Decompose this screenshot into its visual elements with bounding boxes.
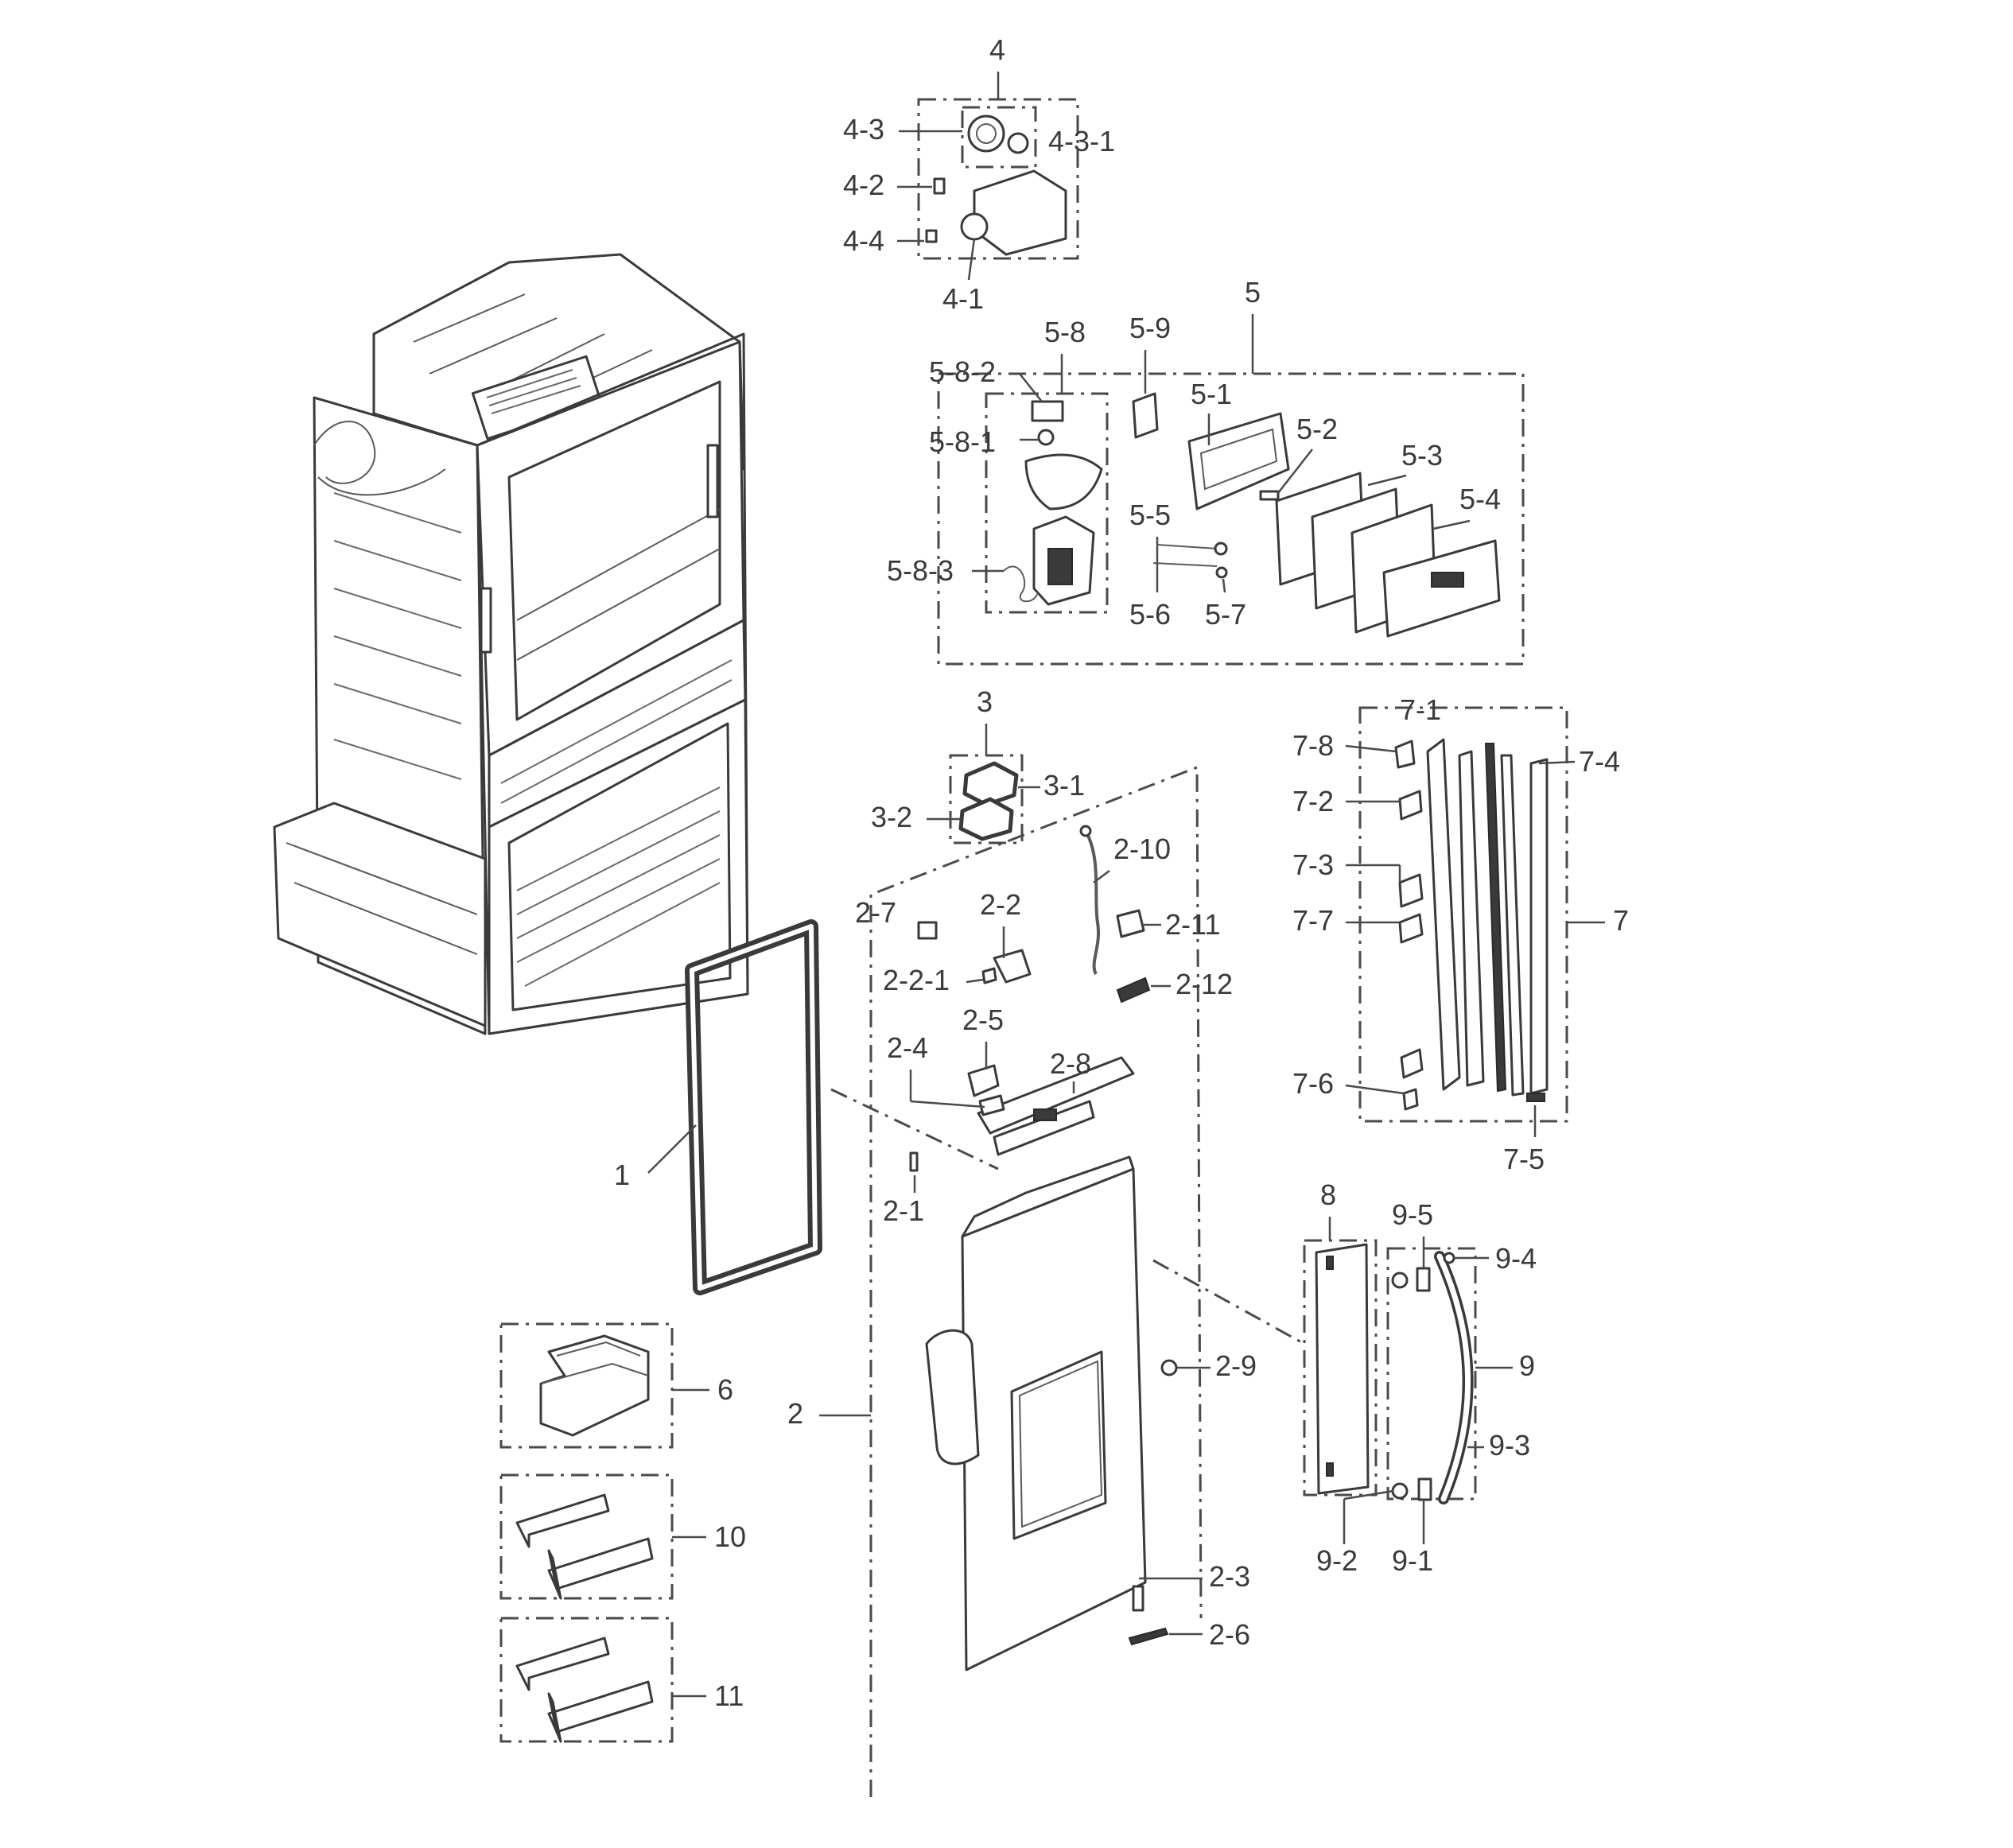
callout-9-5: 9-5 bbox=[1392, 1198, 1433, 1231]
callout-2-3: 2-3 bbox=[1209, 1560, 1250, 1593]
callout-2-2-1: 2-2-1 bbox=[883, 964, 950, 996]
callout-7-1: 7-1 bbox=[1400, 693, 1441, 726]
callout-6: 6 bbox=[717, 1373, 733, 1406]
refrigerator-cabinet bbox=[273, 253, 749, 1035]
callout-7-4: 7-4 bbox=[1579, 745, 1620, 778]
callout-4-3-1: 4-3-1 bbox=[1048, 125, 1115, 157]
callout-5-2: 5-2 bbox=[1296, 413, 1338, 445]
callout-2-11: 2-11 bbox=[1165, 908, 1220, 941]
callout-5-4: 5-4 bbox=[1459, 483, 1501, 515]
part-group-4: 4 4-3 4-3-1 4-2 4-4 4-1 bbox=[843, 33, 1115, 315]
callout-5-8-2: 5-8-2 bbox=[929, 355, 996, 388]
part-11-door-bin: 11 bbox=[499, 1617, 744, 1743]
callout-5: 5 bbox=[1245, 276, 1261, 309]
callout-5-8-1: 5-8-1 bbox=[929, 425, 996, 458]
callout-7-8: 7-8 bbox=[1292, 729, 1334, 762]
callout-10: 10 bbox=[714, 1520, 746, 1553]
part-6-door-bin: 6 bbox=[499, 1322, 733, 1449]
callout-4-4: 4-4 bbox=[843, 224, 884, 257]
callout-9-4: 9-4 bbox=[1495, 1242, 1537, 1275]
callout-4-2: 4-2 bbox=[843, 169, 884, 201]
callout-5-5: 5-5 bbox=[1129, 499, 1171, 531]
callout-2-5: 2-5 bbox=[962, 1004, 1004, 1036]
callout-2-7: 2-7 bbox=[855, 896, 896, 929]
part-10-door-bin: 10 bbox=[499, 1473, 746, 1600]
part-8-panel: 8 bbox=[1303, 1178, 1378, 1497]
callout-4-1: 4-1 bbox=[942, 282, 984, 315]
callout-5-6: 5-6 bbox=[1129, 598, 1171, 631]
callout-2-8: 2-8 bbox=[1050, 1047, 1091, 1080]
callout-5-1: 5-1 bbox=[1191, 378, 1232, 410]
door-gasket-part-1: 1 bbox=[614, 919, 822, 1295]
callout-3-2: 3-2 bbox=[871, 801, 912, 833]
callout-9: 9 bbox=[1519, 1349, 1535, 1382]
callout-9-3: 9-3 bbox=[1489, 1429, 1530, 1462]
part-group-9: 9-5 9-4 9 9-3 9-2 9-1 bbox=[1316, 1198, 1537, 1577]
callout-7-2: 7-2 bbox=[1292, 785, 1334, 817]
callout-7: 7 bbox=[1613, 904, 1629, 937]
callout-4-3: 4-3 bbox=[843, 113, 884, 146]
callout-7-7: 7-7 bbox=[1292, 904, 1334, 937]
part-group-3: 3 3-1 3-2 bbox=[871, 685, 1085, 844]
part-group-7: 7-1 7-8 7-2 7-3 7-7 7-6 7-4 7 7-5 bbox=[1292, 693, 1629, 1175]
callout-9-2: 9-2 bbox=[1316, 1544, 1358, 1577]
callout-2-2: 2-2 bbox=[980, 888, 1021, 921]
callout-2-4: 2-4 bbox=[887, 1031, 928, 1064]
callout-2-12: 2-12 bbox=[1176, 968, 1233, 1000]
callout-11: 11 bbox=[714, 1679, 744, 1712]
part-group-5: 5 5-8 5-8-2 5-8-1 5-8-3 5-9 5-1 5-2 bbox=[887, 276, 1525, 666]
callout-1: 1 bbox=[614, 1159, 630, 1191]
callout-2-9: 2-9 bbox=[1215, 1349, 1257, 1382]
callout-5-7: 5-7 bbox=[1205, 598, 1246, 631]
callout-2-1: 2-1 bbox=[883, 1194, 924, 1227]
callout-7-6: 7-6 bbox=[1292, 1067, 1334, 1100]
callout-2-10: 2-10 bbox=[1113, 833, 1171, 865]
callout-5-8-3: 5-8-3 bbox=[887, 554, 954, 587]
callout-2: 2 bbox=[787, 1397, 803, 1430]
callout-4: 4 bbox=[989, 33, 1005, 66]
callout-7-3: 7-3 bbox=[1292, 848, 1334, 881]
callout-9-1: 9-1 bbox=[1392, 1544, 1433, 1577]
callout-5-8: 5-8 bbox=[1044, 316, 1086, 348]
part-group-2: 2 2-8 2-4 2-5 2-1 2-7 2-2 bbox=[787, 765, 1305, 1797]
callout-8: 8 bbox=[1320, 1178, 1336, 1211]
callout-7-5: 7-5 bbox=[1503, 1143, 1545, 1175]
callout-3-1: 3-1 bbox=[1043, 769, 1085, 802]
callout-5-9: 5-9 bbox=[1129, 312, 1171, 344]
callout-5-3: 5-3 bbox=[1401, 439, 1443, 472]
callout-3: 3 bbox=[977, 685, 993, 718]
callout-2-6: 2-6 bbox=[1209, 1618, 1250, 1651]
